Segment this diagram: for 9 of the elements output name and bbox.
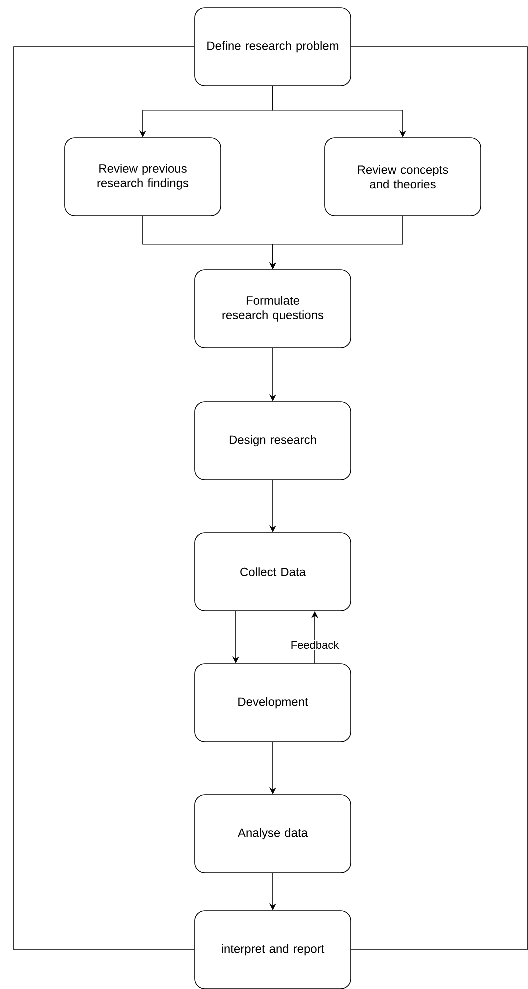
- process-box: Design research: [194, 402, 352, 480]
- process-box: interpret and report: [194, 910, 352, 989]
- process-box: Formulate research questions: [194, 270, 352, 348]
- process-box: Define research problem: [194, 8, 352, 86]
- process-box: Review previous research findings: [64, 138, 222, 216]
- process-box: Collect Data: [194, 532, 352, 612]
- process-box: Analyse data: [194, 794, 352, 874]
- process-box: Review concepts and theories: [324, 138, 482, 216]
- process-box: Development: [194, 664, 352, 742]
